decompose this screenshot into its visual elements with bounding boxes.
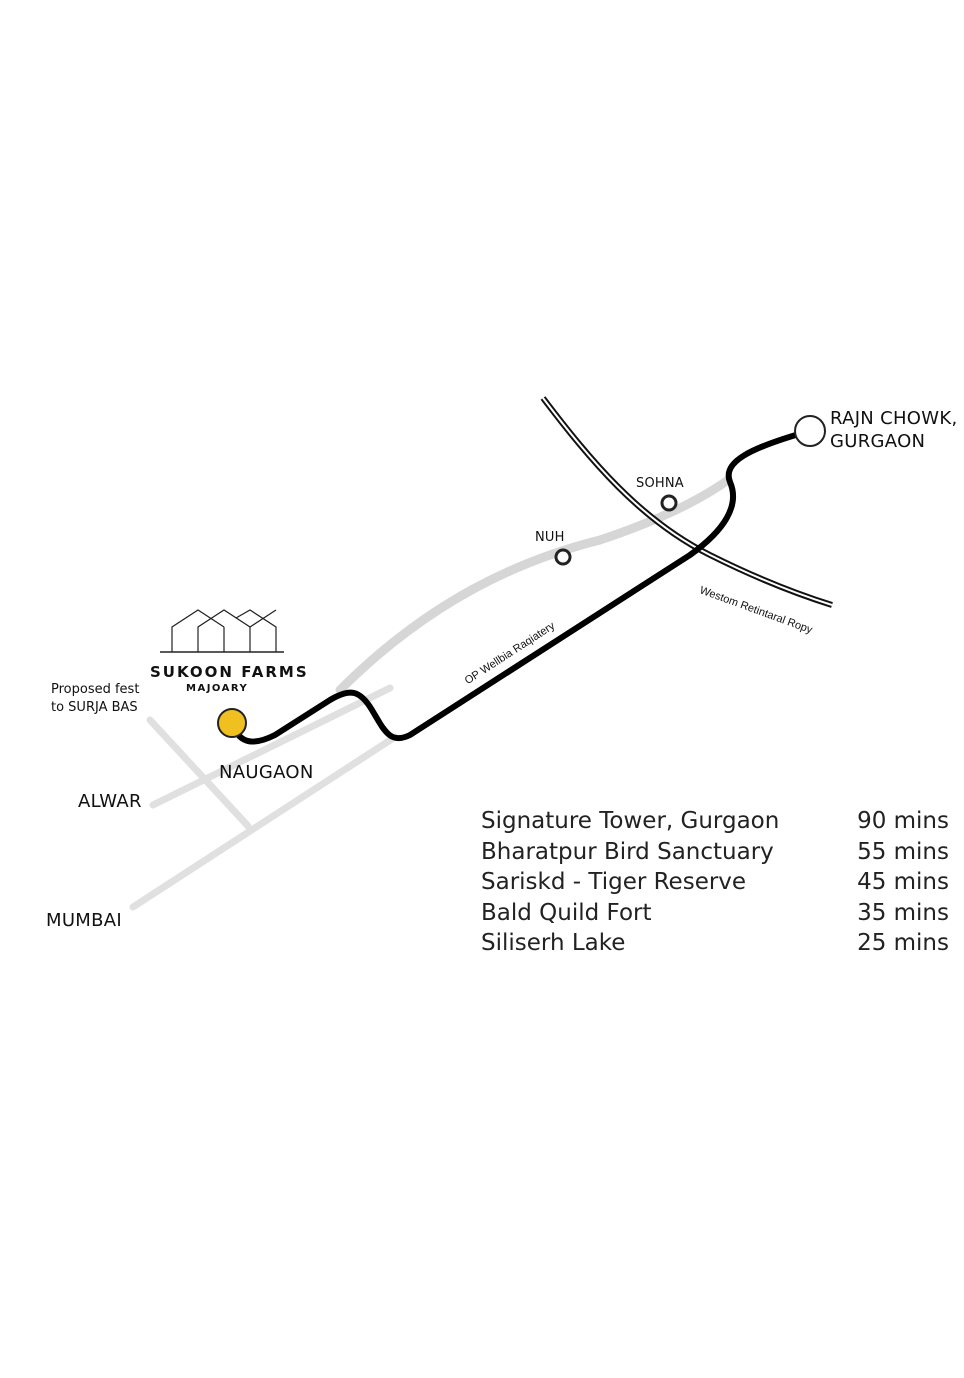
highway-mumbai-road (129, 733, 399, 911)
travel-time: 90 mins (857, 808, 949, 834)
brand-subtitle: MAJOARY (186, 683, 249, 694)
travel-time: 35 mins (857, 899, 949, 926)
highway-alwar-road (149, 684, 394, 809)
list-item: Bald Quild Fort 35 mins (481, 898, 949, 929)
list-item: Signature Tower, Gurgaon 90 mins (481, 806, 949, 837)
travel-time: 55 mins (857, 838, 949, 865)
naugaon-label: NAUGAON (219, 762, 314, 783)
list-item: Bharatpur Bird Sanctuary 55 mins (481, 837, 949, 868)
destination-name: Sariskd - Tiger Reserve (481, 869, 747, 895)
alwar-label: ALWAR (78, 791, 142, 812)
destination-name: Signature Tower, Gurgaon (481, 808, 780, 834)
travel-time: 45 mins (857, 869, 949, 895)
brand-name: SUKOON FARMS (150, 663, 309, 681)
origin-label: RAJN CHOWK, GURGAON (830, 408, 958, 452)
mumbai-label: MUMBAI (46, 910, 123, 931)
travel-time-list: Signature Tower, Gurgaon 90 mins Bharatp… (481, 806, 949, 959)
sohna-marker[interactable] (660, 494, 678, 512)
proposed-route-note: Proposed fest to SURJA BAS (51, 682, 140, 715)
destination-name: Siliserh Lake (481, 930, 626, 956)
highway-sohna-nuh (335, 475, 733, 695)
list-item: Sariskd - Tiger Reserve 45 mins (481, 867, 949, 898)
three-house-roofs-icon (160, 609, 284, 653)
origin-marker[interactable] (794, 415, 826, 447)
highway-proposed-link (146, 716, 252, 830)
destination-marker[interactable] (217, 708, 247, 738)
nuh-marker[interactable] (554, 548, 572, 566)
nuh-label: NUH (535, 530, 565, 545)
destination-name: Bald Quild Fort (481, 899, 652, 926)
travel-time: 25 mins (857, 930, 949, 956)
destination-name: Bharatpur Bird Sanctuary (481, 838, 774, 865)
list-item: Siliserh Lake 25 mins (481, 928, 949, 959)
sohna-label: SOHNA (636, 476, 684, 491)
main-route (230, 429, 809, 745)
